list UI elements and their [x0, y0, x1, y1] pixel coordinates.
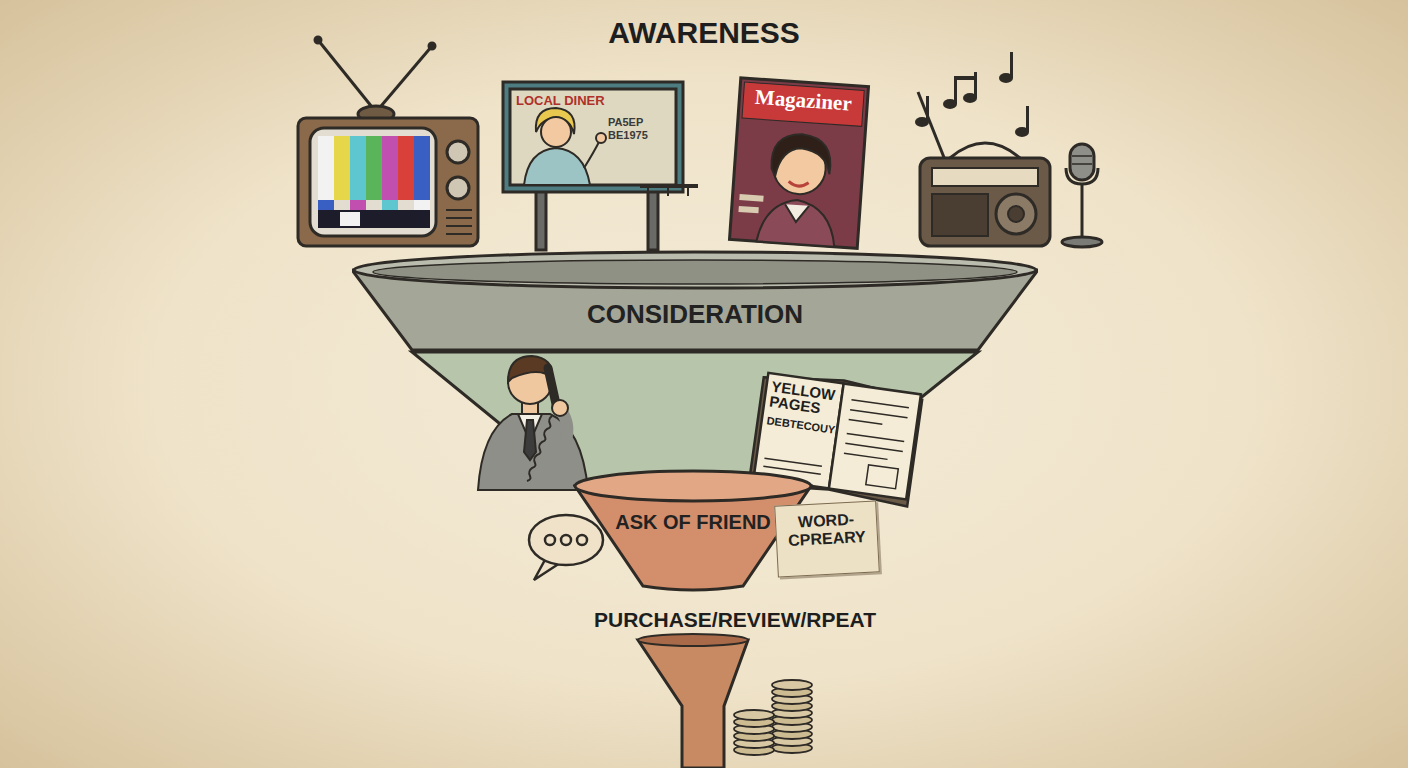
billboard-icon: [503, 82, 698, 250]
illustration-label: PURCHASE/REVIEW/RPEAT: [560, 608, 910, 632]
tv-icon: [298, 37, 478, 246]
diagram-title: AWARENESS: [0, 16, 1408, 50]
radio-icon: [915, 52, 1102, 247]
magazine-icon: [730, 78, 869, 249]
illustration-label: Magaziner: [743, 84, 864, 116]
illustration-label: DEBTECOUY: [766, 414, 837, 436]
coin-stacks: [734, 680, 812, 755]
phone-man-icon: [478, 356, 588, 490]
node-label: CONSIDERATION: [422, 300, 968, 330]
illustration-label: YELLOW PAGES: [768, 379, 840, 418]
node-label: ASK OF FRIEND: [613, 511, 773, 534]
node-label: WORD- CPREARY: [784, 510, 870, 551]
speech-bubble: [529, 515, 603, 580]
funnel-spout: [638, 640, 748, 768]
illustration-label: LOCAL DINER: [516, 94, 626, 109]
note-tag: WORD- CPREARY: [774, 500, 880, 577]
funnel-band: CONSIDERATION: [352, 250, 1038, 352]
illustration-label: PA5EP BE1975: [608, 116, 670, 141]
